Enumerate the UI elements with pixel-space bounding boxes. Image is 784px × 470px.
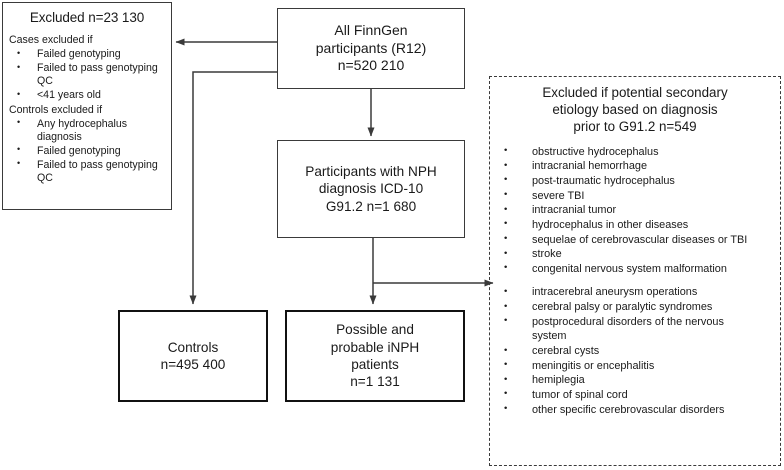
list-item: intracranial tumor [490,204,780,217]
cases-excluded-heading: Cases excluded if [9,34,93,46]
controls-box: Controls n=495 400 [118,310,268,402]
list-item: hemiplegia [490,374,780,387]
list-item-continuation: system [532,330,567,343]
inph-line-2: probable iNPH [330,339,420,355]
controls-line-1: Controls [167,339,219,355]
nph-line-1: Participants with NPH [305,163,437,179]
list-item: obstructive hydrocephalus [490,145,780,159]
controls-excluded-heading: Controls excluded if [9,103,103,116]
list-item: tumor of spinal cord [490,388,780,402]
secondary-etiology-box: Excluded if potential secondary etiology… [489,76,781,466]
controls-line-2: n=495 400 [160,357,226,372]
nph-line-3: G91.2 n=1 680 [325,198,417,214]
list-item: sequelae of cerebrovascular diseases or … [490,233,780,247]
nph-line-2: diagnosis ICD-10 [318,181,424,197]
list-item: other specific cerebrovascular disorders [490,403,780,417]
list-item: severe TBI [490,189,780,203]
secondary-title-line-3: prior to G91.2 n=549 [573,118,697,134]
inph-patients-box: Possible and probable iNPH patients n=1 … [285,310,465,402]
nph-diagnosis-box: Participants with NPH diagnosis ICD-10 G… [277,140,465,238]
list-item: hydrocephalus in other diseases [490,218,780,232]
secondary-etiology-list: obstructive hydrocephalus intracranial h… [490,145,780,417]
list-item: Failed genotyping [3,144,171,158]
list-item: cerebral palsy or paralytic syndromes [490,301,780,314]
list-item: Failed to pass genotyping QC [3,62,171,87]
inph-line-4: n=1 131 [350,374,400,390]
finngen-participants-box: All FinnGen participants (R12) n=520 210 [277,8,465,89]
secondary-title-line-2: etiology based on diagnosis [552,101,718,117]
list-item: stroke [490,248,780,261]
inph-line-3: patients [351,357,399,372]
list-item: congenital nervous system malformation [490,262,780,276]
list-item: <41 years old [3,89,171,102]
list-item: postprocedural disorders of the nervous [490,315,780,329]
cases-excluded-list: Failed genotyping Failed to pass genotyp… [3,48,171,102]
list-item: meningitis or encephalitis [490,359,780,373]
list-item: cerebral cysts [490,344,780,358]
controls-excluded-list: Any hydrocephalus diagnosis Failed genot… [3,117,171,185]
excluded-box-title: Excluded n=23 130 [29,10,145,25]
inph-line-1: Possible and [336,322,414,338]
finngen-line-3: n=520 210 [337,57,405,74]
list-item: intracranial hemorrhage [490,160,780,173]
secondary-etiology-title: Excluded if potential secondary etiology… [500,85,770,136]
list-item: post-traumatic hydrocephalus [490,174,780,188]
finngen-line-2: participants (R12) [315,39,427,56]
finngen-line-1: All FinnGen [334,21,408,38]
list-item: Any hydrocephalus diagnosis [3,117,171,143]
list-item: intracerebral aneurysm operations [490,286,780,299]
excluded-box: Excluded n=23 130 Cases excluded if Fail… [2,2,172,210]
arrow-finngen-to-controls [189,71,277,305]
secondary-title-line-1: Excluded if potential secondary [542,85,728,100]
list-item: Failed to pass genotyping QC [3,158,171,184]
list-item: Failed genotyping [3,48,171,61]
